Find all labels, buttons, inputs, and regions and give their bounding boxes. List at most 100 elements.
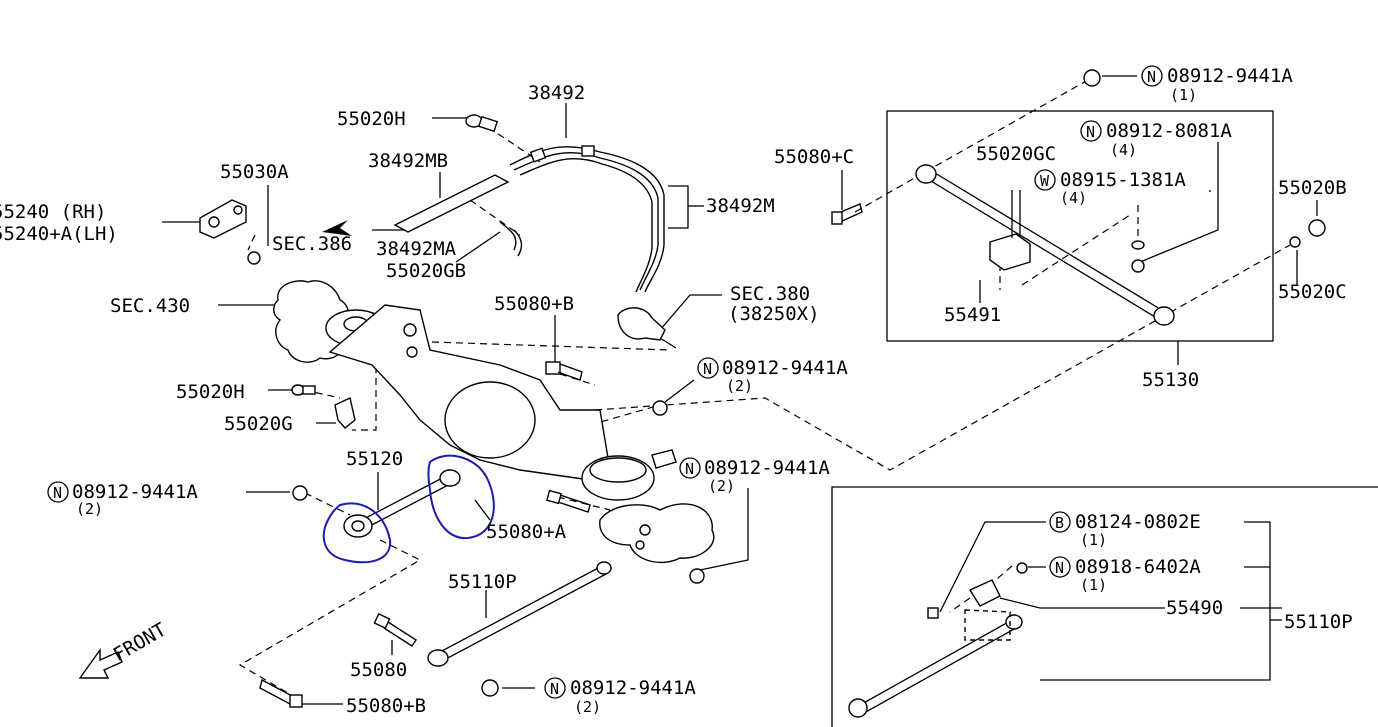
bolt-08124 [927, 607, 939, 619]
label-n2-qty: (2) [76, 500, 103, 518]
circle-letter-w: W [1040, 172, 1050, 190]
label-55240-lh: 55240+A(LH) [0, 223, 118, 245]
circle-letter-n: N [550, 680, 559, 698]
bolt-55020h-top [465, 114, 499, 133]
label-55020gc: 55020GC [976, 143, 1056, 165]
label-55491: 55491 [944, 304, 1001, 326]
label-n5-number: 08912-8081A [1106, 120, 1232, 142]
label-front: FRONT [110, 619, 171, 667]
label-n-top-qty: (1) [1170, 86, 1197, 104]
label-55080c: 55080+C [774, 146, 854, 168]
callout-n-top: N 08912-9441A (1) [1141, 65, 1293, 104]
callout-n4: N 08912-9441A (2) [544, 677, 696, 716]
nut-08912-mid [652, 400, 668, 416]
callout-n2: N 08912-9441A (2) [47, 481, 198, 518]
nut-55020c [1289, 236, 1301, 248]
circle-letter-n: N [1086, 123, 1095, 141]
label-55240-rh: 55240 (RH) [0, 201, 106, 223]
bracket-38492mb [393, 174, 510, 233]
callout-n1: N 08912-9441A (2) [697, 357, 848, 395]
label-55020b: 55020B [1278, 177, 1347, 199]
label-n-top-number: 08912-9441A [1167, 65, 1293, 87]
illustration-parts [78, 69, 1326, 718]
label-n6-number: 08918-6402A [1075, 556, 1201, 578]
label-55080: 55080 [350, 659, 407, 681]
label-w1-qty: (4) [1060, 189, 1087, 207]
circle-letter-n: N [53, 484, 62, 502]
label-55130: 55130 [1142, 369, 1199, 391]
bolt-55080b-bottom [259, 678, 303, 708]
label-55020h-mid: 55020H [176, 381, 245, 403]
nut-08912-right [689, 568, 705, 584]
bracket-55240 [199, 199, 247, 239]
highlight-circle-left [322, 502, 392, 564]
label-sec380-sub: (38250X) [728, 303, 820, 325]
label-b1-qty: (1) [1080, 531, 1107, 549]
carrier-right [581, 449, 715, 564]
label-55110p-left: 55110P [448, 571, 517, 593]
callout-n6: N 08918-6402A (1) [1049, 556, 1201, 594]
label-n1-qty: (2) [726, 377, 753, 395]
bolt-55080a [546, 489, 591, 513]
nut-55020b [1308, 219, 1326, 237]
label-n6-qty: (1) [1080, 576, 1107, 594]
callout-n3: N 08912-9441A (2) [679, 457, 830, 495]
circle-letter-b: B [1055, 514, 1064, 532]
label-n4-qty: (2) [574, 698, 601, 716]
label-n2-number: 08912-9441A [72, 481, 198, 503]
bolt-55020h-mid [291, 384, 316, 396]
bolt-55080 [373, 613, 417, 647]
circle-letter-n: N [685, 460, 694, 478]
label-n4-number: 08912-9441A [570, 677, 696, 699]
nut-55030a [247, 251, 261, 265]
label-n5-qty: (4) [1110, 141, 1137, 159]
label-38492mb: 38492MB [368, 150, 448, 172]
label-n3-number: 08912-9441A [704, 457, 830, 479]
label-55080b-bottom: 55080+B [346, 695, 426, 717]
front-arrow [78, 647, 123, 679]
nut-08912-8081a [1131, 259, 1145, 273]
label-38492ma: 38492MA [376, 238, 457, 260]
label-38492: 38492 [528, 82, 585, 104]
link-55120 [343, 469, 461, 538]
callout-n5: N 08912-8081A (4) [1080, 120, 1232, 159]
rod-55130 [915, 164, 1175, 326]
label-55490: 55490 [1166, 597, 1223, 619]
label-b1-number: 08124-0802E [1075, 511, 1201, 533]
inset-box-bottom [831, 486, 1378, 727]
label-n3-qty: (2) [708, 477, 735, 495]
washer-08915 [1131, 240, 1145, 250]
bolt-55080c [831, 203, 863, 225]
arrow-sec386 [322, 220, 352, 236]
label-55020c: 55020C [1278, 281, 1347, 303]
label-55110p-right: 55110P [1284, 611, 1353, 633]
bracket-55020g [334, 396, 356, 429]
circle-letter-n: N [1147, 68, 1156, 86]
label-w1-number: 08915-1381A [1060, 169, 1186, 191]
nut-08912-bottom [481, 679, 499, 697]
callout-w1: W 08915-1381A (4) [1034, 169, 1186, 207]
circle-letter-n: N [1055, 559, 1064, 577]
rear-crossmember [328, 304, 611, 481]
inset-box-top [886, 110, 1274, 342]
labels: 38492 55020H 38492MB 55030A 55240 (RH) 5… [0, 65, 1353, 717]
label-55120: 55120 [346, 448, 403, 470]
nut-08918 [1016, 562, 1028, 574]
label-n1-number: 08912-9441A [722, 357, 848, 379]
label-38492m: 38492M [706, 195, 775, 217]
label-55020h-top: 55020H [337, 108, 406, 130]
link-55110p [427, 561, 612, 667]
nut-08912-top [1083, 69, 1101, 87]
label-55080a: 55080+A [486, 521, 567, 543]
label-sec430: SEC.430 [110, 295, 190, 317]
link-55110p-assembly [848, 579, 1023, 718]
bolt-55080b-mid [545, 361, 583, 381]
label-55020g: 55020G [224, 413, 293, 435]
label-sec380: SEC.380 [730, 283, 810, 305]
bracket-55491 [989, 190, 1031, 271]
bracket-38492ma [499, 221, 523, 257]
label-sec386: SEC.386 [272, 233, 352, 255]
label-55080b-mid: 55080+B [494, 293, 574, 315]
brake-tube-38492 [509, 145, 665, 293]
